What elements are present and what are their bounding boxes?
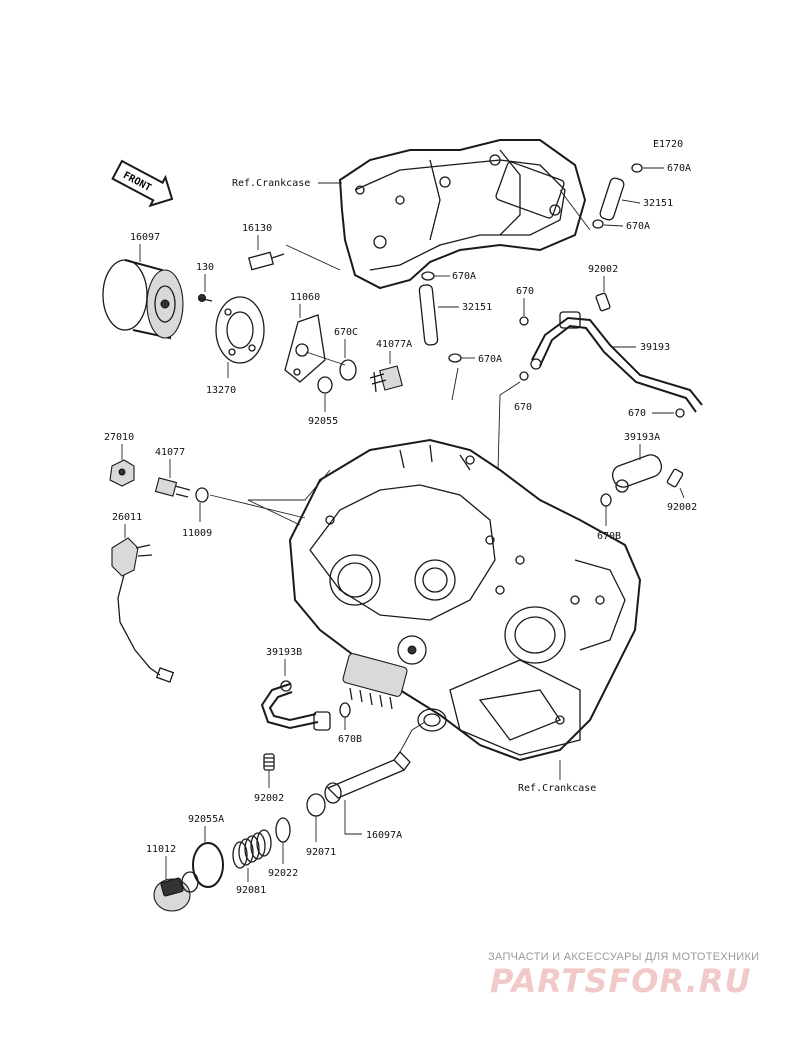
oring-92055a [192,842,224,888]
oring-670-2 [519,371,529,381]
callout-92055: 92055 [308,416,338,427]
gasket-11060 [284,314,326,383]
oring-670-1 [519,316,529,326]
oil-pipe-39193 [530,311,703,413]
bolt-92002-top [595,292,611,312]
callout-92055a: 92055A [188,814,224,825]
pin-32151-middle [418,271,462,363]
plug-41077a [369,365,403,393]
callout-92002-3: 92002 [254,793,284,804]
oring-670-3 [675,408,685,418]
pipe-39193b [260,680,331,731]
pin-32151-upper [592,163,643,229]
watermark-subtitle: ЗАПЧАСТИ И АКСЕССУАРЫ ДЛЯ МОТОТЕХНИКИ [488,951,760,963]
oring-670c [339,359,357,381]
callout-670-3: 670 [628,408,646,419]
callout-39193b: 39193B [266,647,302,658]
callout-670b-2: 670B [338,734,362,745]
callout-13270: 13270 [206,385,236,396]
callout-16097a: 16097A [366,830,402,841]
oring-670b-1 [600,493,612,507]
callout-130: 130 [196,262,214,273]
callout-92002-2: 92002 [667,502,697,513]
cover-plate-13270 [215,296,265,364]
callout-41077: 41077 [155,447,185,458]
callout-32151-2: 32151 [462,302,492,313]
callout-41077a: 41077A [376,339,412,350]
strainer-16097a [324,751,411,804]
valve-16130 [248,251,285,271]
washer-92022 [275,817,291,843]
callout-16130: 16130 [242,223,272,234]
ref-crankcase-top-label: Ref.Crankcase [232,178,310,189]
upper-crankcase-outline [338,139,587,290]
callout-11060: 11060 [290,292,320,303]
callout-670-1: 670 [516,286,534,297]
callout-670-2: 670 [514,402,532,413]
oring-92071 [306,793,326,817]
washer-11009 [195,487,209,503]
oring-670b-2 [339,702,351,718]
callout-670a-3: 670A [452,271,476,282]
callout-16097: 16097 [130,232,160,243]
ref-crankcase-bottom-label: Ref.Crankcase [518,783,596,794]
oil-filter [102,259,184,340]
callout-26011: 26011 [112,512,142,523]
oring-92055 [317,376,333,394]
callout-39193: 39193 [640,342,670,353]
oil-pressure-switch-27010 [109,459,135,487]
callout-27010: 27010 [104,432,134,443]
callout-11012: 11012 [146,844,176,855]
plug-41077 [154,477,191,498]
callout-670a-2: 670A [626,221,650,232]
callout-32151-1: 32151 [643,198,673,209]
callout-92022: 92022 [268,868,298,879]
callout-670c: 670C [334,327,358,338]
callout-92002-1: 92002 [588,264,618,275]
bolt-130 [197,294,213,302]
callout-11009: 11009 [182,528,212,539]
bolt-92002-lower [263,753,275,771]
lead-wire-26011 [111,537,175,683]
front-label: FRONT [121,170,153,194]
pipe-39193a [611,454,684,493]
cap-11012 [153,871,199,912]
callout-670a-1: 670A [667,163,691,174]
lower-crankcase-outline [288,438,642,762]
page-code: E1720 [653,139,683,150]
watermark-brand: PARTSFOR.RU [490,962,752,1000]
callout-670a-4: 670A [478,354,502,365]
callout-92071: 92071 [306,847,336,858]
callout-92081: 92081 [236,885,266,896]
callout-39193a: 39193A [624,432,660,443]
spring-92081 [232,829,272,869]
front-arrow-icon: FRONT [111,159,174,208]
